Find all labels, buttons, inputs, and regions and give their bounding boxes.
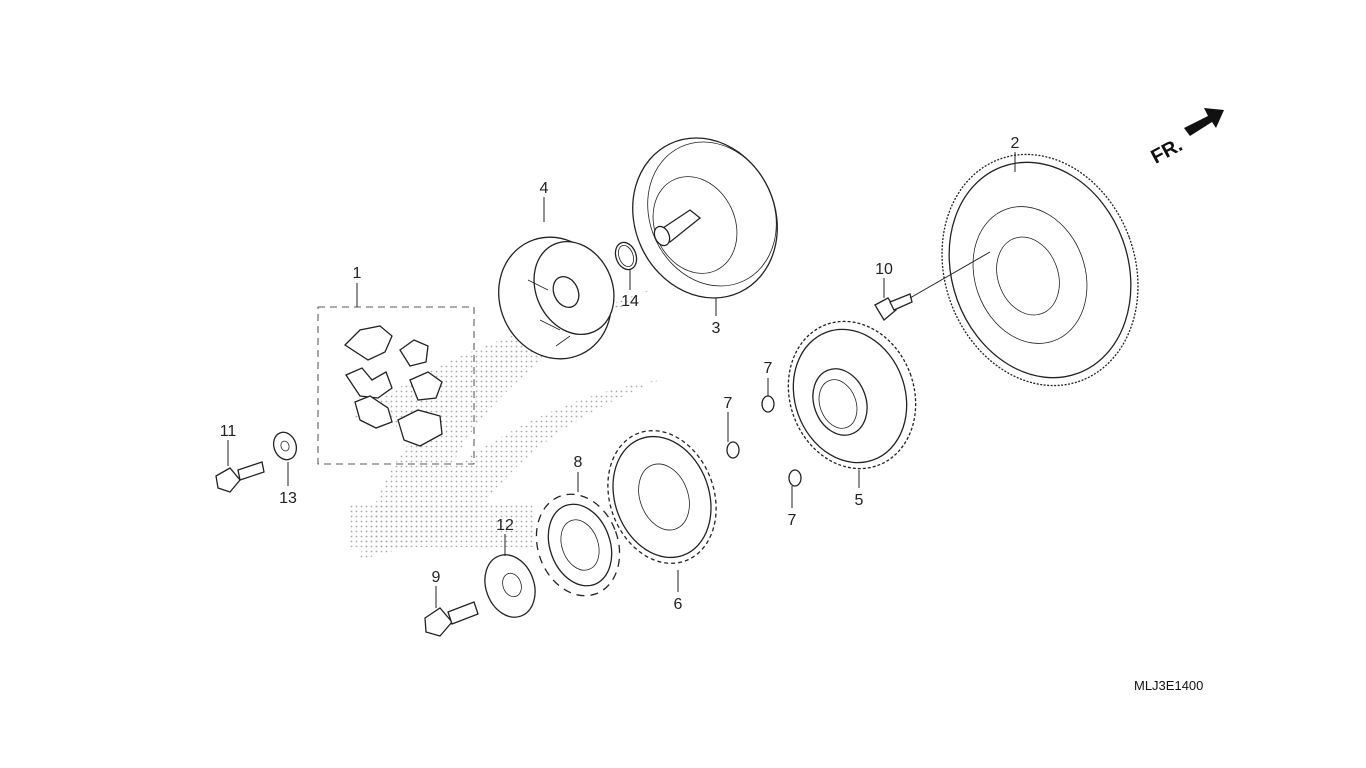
- part-9-bolt: [424, 601, 479, 637]
- part-13-washer: [272, 431, 298, 461]
- callout-7-middle: 7: [724, 395, 733, 412]
- callout-8: 8: [574, 454, 583, 471]
- callout-9: 9: [432, 569, 441, 586]
- callout-5: 5: [855, 492, 864, 509]
- callout-1: 1: [353, 265, 362, 282]
- part-6-gear: [607, 430, 717, 564]
- part-4-housing: [498, 236, 615, 360]
- callout-3: 3: [712, 320, 721, 337]
- part-12-washer: [484, 554, 536, 618]
- front-arrow-icon: [1184, 108, 1224, 136]
- callout-6: 6: [674, 596, 683, 613]
- part-14-o-ring: [614, 241, 638, 271]
- callout-10: 10: [875, 261, 893, 278]
- callout-labels: 1 2 3 4 5 6 7 7 7 8 9 10 11 12 13 14: [220, 135, 1020, 613]
- part-8-hub: [535, 493, 621, 597]
- drawing-code: MLJ3E1400: [1134, 678, 1204, 693]
- front-label: FR.: [1148, 134, 1187, 169]
- callout-4: 4: [540, 180, 549, 197]
- part-2-driven-gear: [941, 153, 1139, 387]
- callout-2: 2: [1011, 135, 1020, 152]
- part-1-damper-rubber: [317, 306, 475, 465]
- callout-12: 12: [496, 517, 514, 534]
- callout-11: 11: [220, 423, 237, 440]
- part-10-bolt: [874, 293, 913, 321]
- front-direction-indicator: FR.: [1148, 108, 1224, 169]
- callout-7-lower: 7: [788, 512, 797, 529]
- part-5-primary-gear: [787, 320, 917, 470]
- leader-lines: [227, 152, 1016, 608]
- part-3-clutch-outer: [632, 137, 778, 299]
- callout-14: 14: [621, 293, 639, 310]
- part-11-bolt: [215, 461, 265, 493]
- callout-13: 13: [279, 490, 297, 507]
- callout-7-upper: 7: [764, 360, 773, 377]
- part-7-spring: [726, 395, 802, 487]
